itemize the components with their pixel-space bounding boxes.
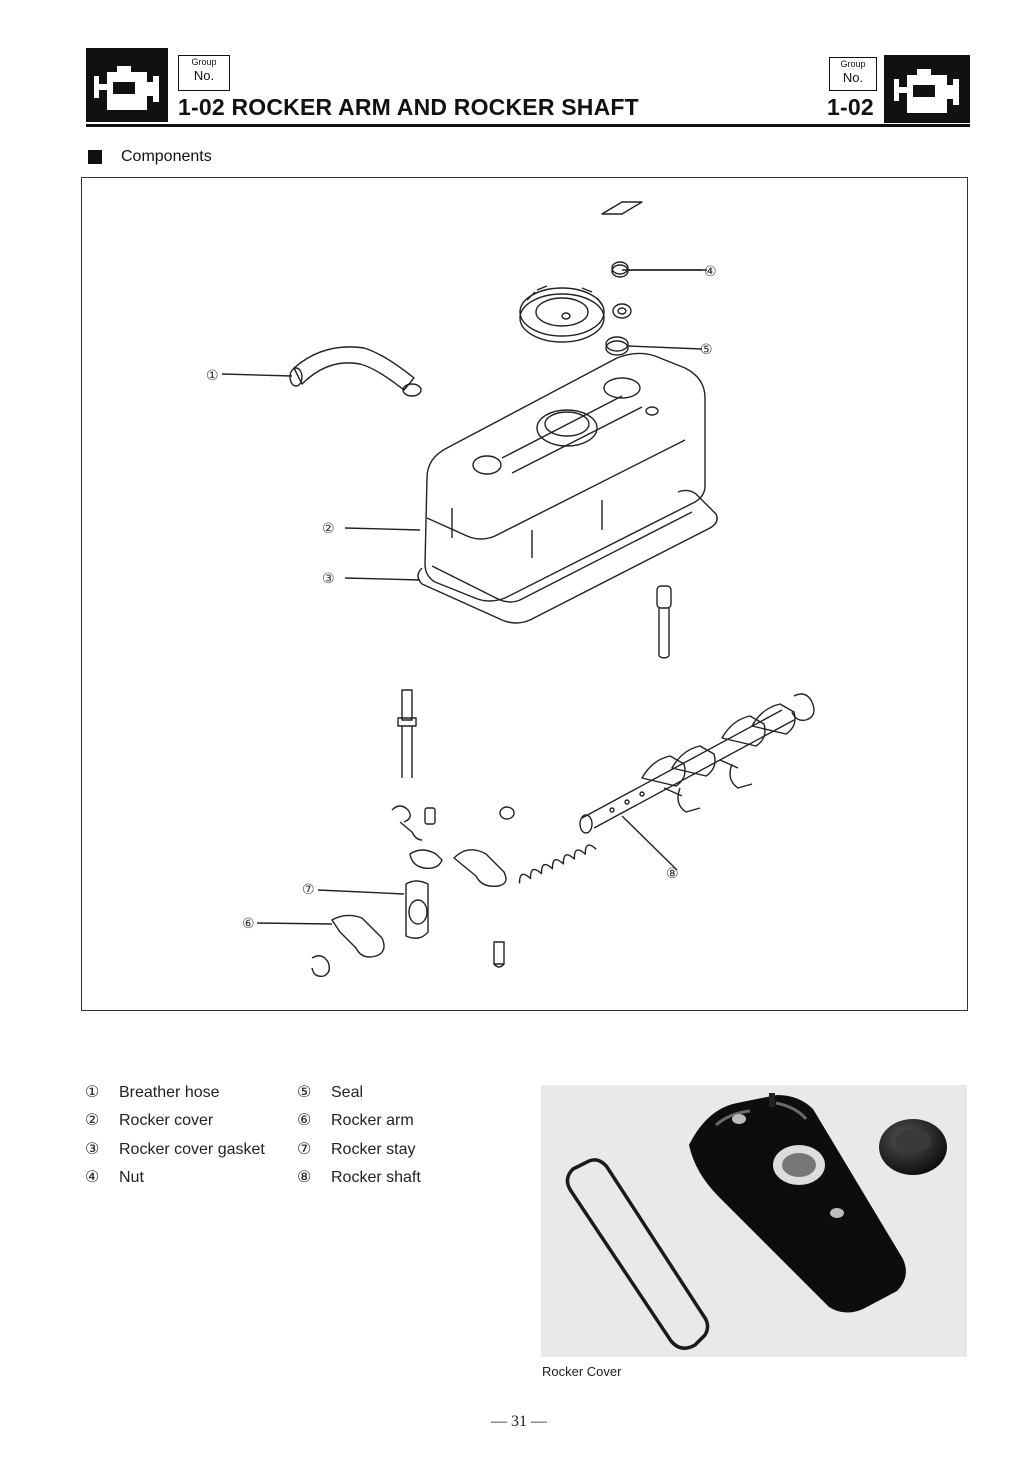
callout-leader-7 xyxy=(318,890,404,894)
engine-icon xyxy=(884,55,970,123)
lower-bolt-drawing xyxy=(494,942,504,967)
callout-5: ⑤ xyxy=(700,342,713,358)
rocker-cover-gasket-drawing xyxy=(418,490,717,623)
legend-number: ② xyxy=(85,1110,119,1130)
no-label: No. xyxy=(179,69,229,82)
legend-label: Seal xyxy=(331,1084,363,1101)
exploded-view-drawing: ① ② ③ ④ ⑤ ⑥ ⑦ ⑧ xyxy=(82,178,967,1010)
legend-label: Rocker stay xyxy=(331,1141,415,1158)
legend-label: Breather hose xyxy=(119,1084,220,1101)
legend-number: ③ xyxy=(85,1139,119,1159)
seal-drawing xyxy=(606,337,702,355)
callout-8: ⑧ xyxy=(666,866,679,882)
callout-6: ⑥ xyxy=(242,916,255,932)
callout-1: ① xyxy=(206,368,219,384)
page-number: — 31 — xyxy=(491,1413,547,1431)
components-diagram: ① ② ③ ④ ⑤ ⑥ ⑦ ⑧ xyxy=(81,177,968,1011)
gasket-photo xyxy=(567,1160,707,1348)
section-bullet xyxy=(88,150,102,164)
legend-number: ④ xyxy=(85,1167,119,1187)
section-code-right: 1-02 xyxy=(827,94,874,121)
section-code: 1-02 xyxy=(178,94,225,120)
legend-number: ⑧ xyxy=(297,1167,331,1187)
callout-leader-3 xyxy=(345,578,420,580)
legend-label: Rocker arm xyxy=(331,1112,414,1129)
no-label-right: No. xyxy=(830,71,876,84)
callout-leader-8 xyxy=(622,816,677,870)
title-text: ROCKER ARM AND ROCKER SHAFT xyxy=(231,94,638,120)
header-rule xyxy=(86,124,970,127)
rocker-arm-drawing xyxy=(257,915,384,957)
callout-4: ④ xyxy=(704,264,717,280)
legend-label: Rocker shaft xyxy=(331,1169,421,1186)
section-heading: Components xyxy=(121,148,212,166)
legend-number: ① xyxy=(85,1082,119,1102)
callout-2: ② xyxy=(322,521,335,537)
legend-number: ⑥ xyxy=(297,1110,331,1130)
group-label-right: Group xyxy=(830,60,876,69)
callout-7: ⑦ xyxy=(302,882,315,898)
legend-number: ⑦ xyxy=(297,1139,331,1159)
clip-drawing xyxy=(392,806,422,840)
group-number-box-left: Group No. xyxy=(178,55,230,91)
rocker-cover-photo xyxy=(541,1085,967,1357)
legend-label: Rocker cover gasket xyxy=(119,1141,265,1158)
circlip-lower-drawing xyxy=(312,956,329,977)
callout-3: ③ xyxy=(322,571,335,587)
rocker-arm-center-drawing xyxy=(454,850,506,886)
oil-cap-drawing xyxy=(520,286,604,342)
legend-label: Rocker cover xyxy=(119,1112,213,1129)
cover-photo xyxy=(689,1095,906,1313)
legend-label: Nut xyxy=(119,1169,144,1186)
spring-drawing xyxy=(517,843,597,884)
oil-cap-gasket xyxy=(602,202,642,214)
callout-leader-6 xyxy=(257,923,332,924)
rocker-cover-drawing xyxy=(425,353,705,601)
callout-leader-2 xyxy=(345,528,420,530)
group-label: Group xyxy=(179,58,229,67)
group-number-box-right: Group No. xyxy=(829,57,877,91)
page-title: 1-02 ROCKER ARM AND ROCKER SHAFT xyxy=(178,94,639,121)
rocker-shaft-drawing xyxy=(580,704,795,870)
legend-number: ⑤ xyxy=(297,1082,331,1102)
photo-caption: Rocker Cover xyxy=(542,1364,621,1379)
stud-drawing xyxy=(398,690,416,778)
breather-hose-drawing xyxy=(222,347,421,396)
engine-icon xyxy=(86,48,168,122)
cover-bolt-drawing xyxy=(657,586,671,658)
